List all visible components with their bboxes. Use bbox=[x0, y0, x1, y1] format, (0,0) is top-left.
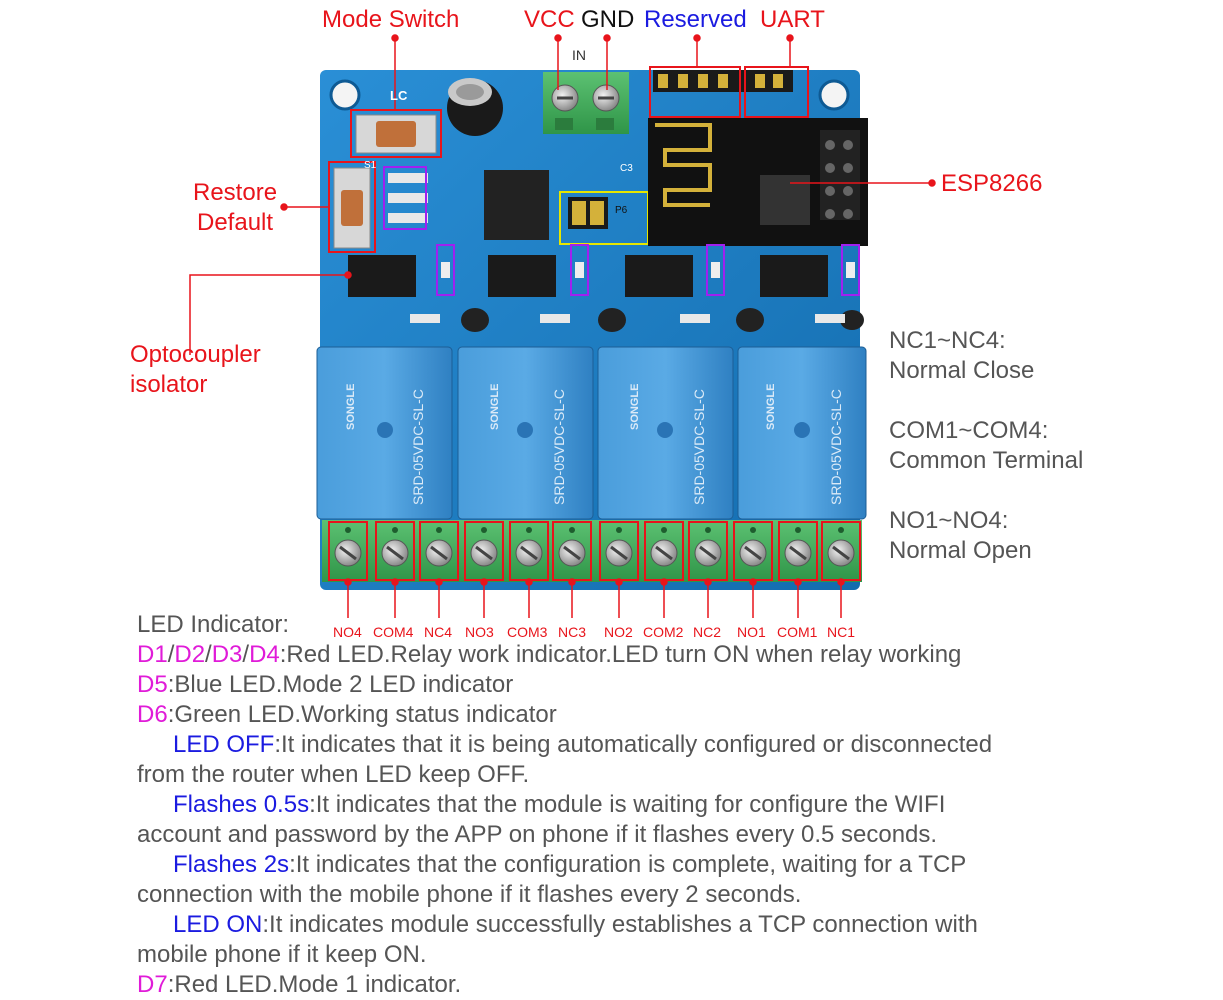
relay-model: SRD-05VDC-SL-C bbox=[410, 389, 426, 505]
terminal-screw-com3 bbox=[509, 521, 549, 581]
flash-05-line-2: account and password by the APP on phone… bbox=[137, 821, 938, 848]
terminal-screw-nc1 bbox=[821, 521, 861, 581]
s1-mark: S1 bbox=[364, 160, 377, 171]
esp8266-module bbox=[648, 118, 868, 246]
led-on-line: LED ON:It indicates module successfully … bbox=[173, 911, 978, 938]
label-leader-lines bbox=[189, 34, 936, 355]
terminal-label-no1: NO1 bbox=[737, 624, 766, 640]
d1-d4-line: D1/D2/D3/D4:Red LED.Relay work indicator… bbox=[137, 641, 962, 668]
terminal-screw-com2 bbox=[644, 521, 684, 581]
relay-model: SRD-05VDC-SL-C bbox=[691, 389, 707, 505]
relay-brand: SONGLE bbox=[629, 383, 641, 430]
d5-line: D5:Blue LED.Mode 2 LED indicator bbox=[137, 671, 514, 698]
mode-switch-highlight bbox=[350, 109, 442, 158]
terminal-label-com3: COM3 bbox=[507, 624, 548, 640]
terminal-screw-com1 bbox=[778, 521, 818, 581]
flash-05-line: Flashes 0.5s:It indicates that the modul… bbox=[173, 791, 946, 818]
led-indicator-heading: LED Indicator: bbox=[137, 611, 290, 638]
d6-line: D6:Green LED.Working status indicator bbox=[137, 701, 557, 728]
terminal-screw-nc4 bbox=[419, 521, 459, 581]
relay-model: SRD-05VDC-SL-C bbox=[551, 389, 567, 505]
restore-switch-component bbox=[333, 167, 371, 249]
mode-switch-component bbox=[355, 114, 437, 154]
led-group bbox=[388, 173, 428, 223]
led-off-line: LED OFF:It indicates that it is being au… bbox=[173, 731, 993, 758]
mount-hole bbox=[818, 79, 850, 111]
relay-brand: SONGLE bbox=[345, 383, 357, 430]
flash-2-line-2: connection with the mobile phone if it f… bbox=[137, 881, 802, 908]
terminal-label-com1: COM1 bbox=[777, 624, 818, 640]
esp8266-label: ESP8266 bbox=[941, 170, 1043, 197]
relay-leds bbox=[436, 244, 860, 296]
reserved-highlight bbox=[649, 66, 741, 118]
flash-2-line: Flashes 2s:It indicates that the configu… bbox=[173, 851, 967, 878]
terminal-label-com4: COM4 bbox=[373, 624, 414, 640]
relays bbox=[316, 346, 867, 520]
capacitor bbox=[447, 78, 503, 136]
relay-brand: SONGLE bbox=[489, 383, 501, 430]
main-ic bbox=[484, 170, 549, 240]
uart-highlight bbox=[744, 66, 809, 118]
in-label: IN bbox=[572, 47, 586, 63]
terminal-label-com2: COM2 bbox=[643, 624, 684, 640]
terminal-screw-nc2 bbox=[688, 521, 728, 581]
terminal-label-nc2: NC2 bbox=[693, 624, 722, 640]
terminal-label-no4: NO4 bbox=[333, 624, 362, 640]
board-mark: LC bbox=[390, 88, 408, 103]
restore-default-label: Restore Default bbox=[193, 179, 278, 236]
optocouplers bbox=[348, 255, 828, 297]
mode-switch-label: Mode Switch bbox=[322, 6, 460, 33]
transistors bbox=[410, 308, 864, 332]
terminal-label-nc1: NC1 bbox=[827, 624, 856, 640]
vcc-label: VCC bbox=[524, 6, 575, 33]
relay-model: SRD-05VDC-SL-C bbox=[828, 389, 844, 505]
led-indicator-section: LED Indicator: D1/D2/D3/D4:Red LED.Relay… bbox=[137, 610, 992, 1000]
terminal-screw-no4 bbox=[328, 521, 368, 581]
p6-mark: P6 bbox=[615, 205, 628, 216]
d7-line: D7:Red LED.Mode 1 indicator. bbox=[137, 971, 462, 998]
uart-label: UART bbox=[760, 6, 825, 33]
terminal-screw-nc3 bbox=[552, 521, 592, 581]
com-legend: COM1~COM4: Common Terminal bbox=[889, 417, 1084, 474]
terminal-screw-no3 bbox=[464, 521, 504, 581]
reserved-label: Reserved bbox=[644, 6, 747, 33]
c3-mark: C3 bbox=[620, 163, 633, 174]
no-legend: NO1~NO4: Normal Open bbox=[889, 507, 1032, 564]
terminal-label-nc3: NC3 bbox=[558, 624, 587, 640]
relay-brand: SONGLE bbox=[765, 383, 777, 430]
terminal-label-no3: NO3 bbox=[465, 624, 494, 640]
led-group-highlight bbox=[383, 166, 427, 230]
optocoupler-label: Optocoupler isolator bbox=[130, 341, 261, 398]
mount-hole bbox=[329, 79, 361, 111]
terminal-screw-com4 bbox=[375, 521, 415, 581]
led-on-line-2: mobile phone if it keep ON. bbox=[137, 941, 427, 968]
terminal-screw-no1 bbox=[733, 521, 773, 581]
gnd-label: GND bbox=[581, 6, 635, 33]
terminal-screw-no2 bbox=[599, 521, 639, 581]
jumper bbox=[568, 197, 608, 229]
terminal-label-no2: NO2 bbox=[604, 624, 633, 640]
header-pins bbox=[653, 70, 793, 92]
nc-legend: NC1~NC4: Normal Close bbox=[889, 327, 1035, 384]
led-off-line-2: from the router when LED keep OFF. bbox=[137, 761, 530, 788]
terminal-label-nc4: NC4 bbox=[424, 624, 453, 640]
